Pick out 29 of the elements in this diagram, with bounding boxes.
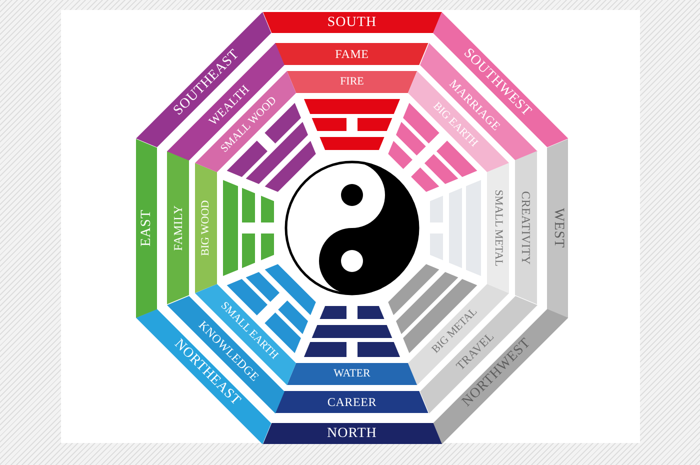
middle-band-segment (420, 43, 537, 160)
element-label: SMALL METAL (492, 190, 504, 266)
element-label: BIG WOOD (200, 200, 212, 256)
outer-band-segment (262, 12, 442, 33)
middle-band-segment (167, 151, 189, 305)
middle-band-segment (275, 391, 429, 413)
direction-label: WEST (550, 208, 564, 248)
aspiration-label: FAME (335, 48, 369, 60)
inner-band-segment (487, 162, 509, 294)
inner-band-segment (286, 363, 418, 385)
middle-band-segment (167, 296, 284, 413)
element-label: FIRE (340, 76, 364, 88)
middle-band-segment (515, 151, 537, 305)
inner-band-segment (195, 162, 217, 294)
element-label: WATER (334, 368, 370, 380)
inner-band-segment (286, 71, 418, 93)
middle-band-segment (167, 43, 284, 160)
direction-label: EAST (140, 209, 154, 246)
outer-band-segment (136, 138, 157, 318)
aspiration-label: CAREER (327, 396, 377, 408)
aspiration-label: CREATIVITY (520, 191, 532, 265)
middle-band-segment (420, 296, 537, 413)
outer-band-segment (547, 138, 568, 318)
outer-band-segment (432, 12, 568, 148)
direction-label: SOUTH (327, 16, 377, 30)
middle-band-segment (275, 43, 429, 65)
direction-label: NORTH (327, 426, 377, 440)
outer-band-segment (262, 423, 442, 444)
aspiration-label: FAMILY (172, 205, 184, 251)
